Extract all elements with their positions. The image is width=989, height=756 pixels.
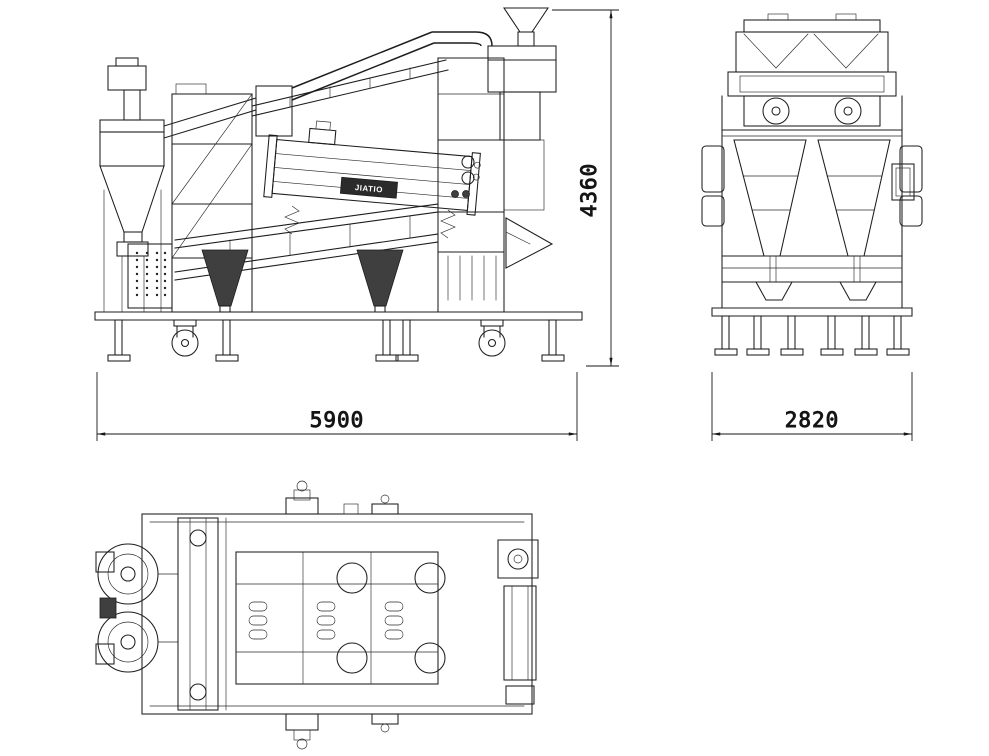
front-view: JIATIO <box>94 7 583 362</box>
dimension-width-label: 2820 <box>785 408 840 432</box>
plan-attachments <box>285 480 399 750</box>
plan-deck <box>235 551 439 685</box>
dimension-height: 4360 <box>552 9 619 367</box>
inlet-hopper <box>503 7 549 47</box>
dimension-length: 5900 <box>96 372 578 441</box>
right-air-column <box>437 57 505 313</box>
plan-hopper-column <box>497 539 539 705</box>
end-feet <box>714 315 910 356</box>
top-view <box>95 480 539 750</box>
plan-elevator <box>177 517 227 711</box>
caster-wheel <box>171 319 199 357</box>
screen-box: JIATIO <box>263 120 481 216</box>
end-side-pods <box>701 145 923 227</box>
end-sub-hoppers <box>755 255 877 301</box>
dimension-length-label: 5900 <box>310 408 365 432</box>
discharge-cone <box>356 249 404 313</box>
plan-cyclones <box>95 543 179 673</box>
side-discharge-spout <box>505 217 554 269</box>
end-frame <box>721 95 915 309</box>
dimension-width: 2820 <box>711 372 913 441</box>
plan-access-ports <box>336 562 446 674</box>
side-view <box>701 13 923 356</box>
end-cones <box>733 139 891 257</box>
machine-logo-label: JIATIO <box>354 183 383 194</box>
dimension-height-label: 4360 <box>577 163 601 218</box>
support-feet <box>107 319 565 362</box>
top-conveyor <box>251 59 449 117</box>
elevator-head <box>487 45 557 211</box>
end-base <box>711 307 913 317</box>
spring-mounts <box>284 205 456 239</box>
caster-wheel <box>478 319 506 357</box>
end-fan-section <box>727 71 897 127</box>
cyclone-separator <box>99 57 165 313</box>
end-top-hopper <box>735 13 889 73</box>
base-frame <box>94 311 583 321</box>
discharge-cone <box>201 249 249 313</box>
machine-logo: JIATIO <box>339 176 398 199</box>
control-panel <box>127 243 173 309</box>
plan-outline <box>141 513 533 715</box>
